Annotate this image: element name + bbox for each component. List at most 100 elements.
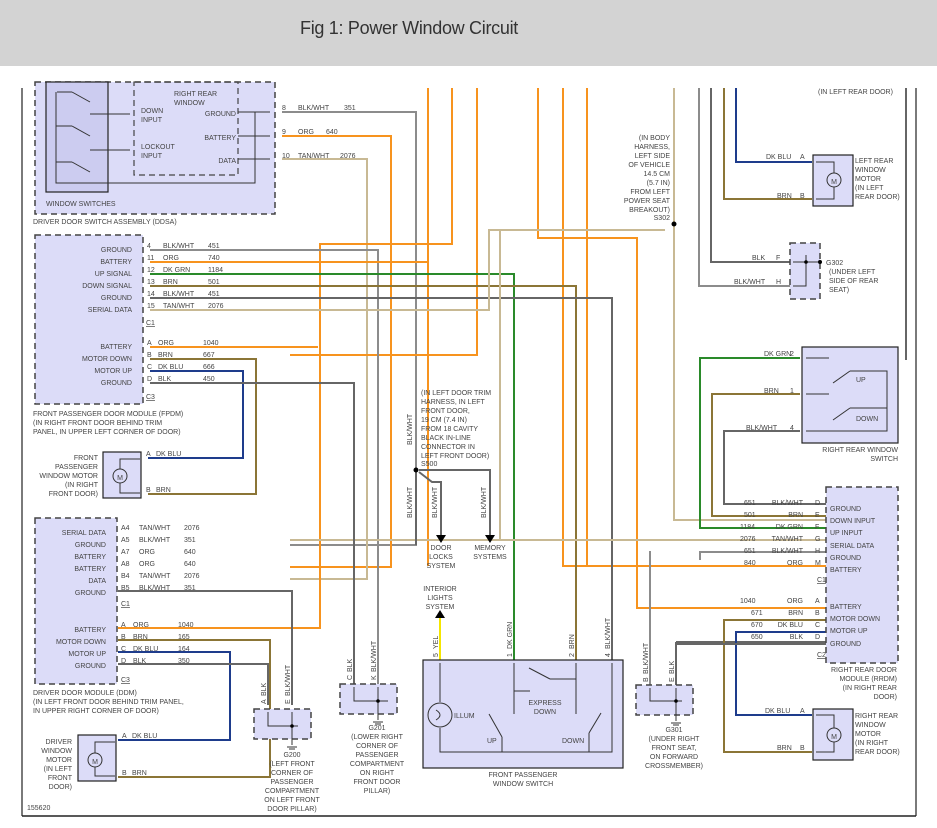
wire-fpdm-b-brn [148, 358, 257, 495]
diagram-label: 15 [147, 303, 155, 310]
diagram-label: DK BLU [765, 708, 790, 715]
diagram-label: 351 [344, 105, 356, 112]
diagram-label: 640 [184, 549, 196, 556]
diagram-label: BRN [569, 634, 576, 649]
diagram-label: PANEL, IN UPPER LEFT CORNER OF DOOR) [33, 429, 181, 436]
diagram-label: CONNECTOR IN [421, 444, 475, 451]
diagram-label: SERIAL DATA [62, 530, 107, 537]
diagram-label: BLK/WHT [163, 243, 195, 250]
diagram-label: MOTOR [855, 176, 881, 183]
diagram-label: C [147, 364, 152, 371]
diagram-label: (IN LEFT FRONT DOOR BEHIND TRIM PANEL, [33, 699, 184, 706]
diagram-label: 2076 [340, 153, 356, 160]
diagram-label: 667 [203, 352, 215, 359]
diagram-label: (IN BODY [639, 135, 670, 142]
diagram-label: BRN [777, 745, 792, 752]
diagram-label: HARNESS, IN LEFT [421, 399, 486, 406]
diagram-label: B [800, 193, 805, 200]
wire-fpdm-12-dkgrn [150, 273, 515, 660]
wire-rrsw-4-blkwht [723, 430, 830, 505]
diagram-label: 350 [178, 658, 190, 665]
diagram-label: WINDOW [174, 100, 205, 107]
wire-fpdm-c-dkblu [148, 370, 244, 459]
diagram-label: PASSENGER [270, 779, 313, 786]
diagram-label: DOWN SIGNAL [82, 283, 132, 290]
diagram-label: 640 [326, 129, 338, 136]
diagram-label: ON RIGHT [360, 770, 395, 777]
diagram-label: BLACK IN-LINE [421, 435, 471, 442]
diagram-label: (IN RIGHT REAR [843, 685, 897, 692]
diagram-label: BLK [133, 658, 147, 665]
diagram-label: PASSENGER [355, 752, 398, 759]
g200-ground: A BLK E BLK/WHT G200 (LEFT FRONT CORNER … [253, 664, 320, 813]
diagram-label: 10 [282, 153, 290, 160]
diagram-label: BATTERY [74, 566, 106, 573]
window-switches-label: WINDOW SWITCHES [46, 201, 116, 208]
wire-g302-h-blkwht [698, 88, 790, 287]
diagram-label: REAR DOOR) [855, 749, 900, 756]
diagram-label: 651 [744, 500, 756, 507]
diagram-label: DATA [218, 158, 236, 165]
wire-lr-a-dkblu [735, 88, 812, 163]
rrdm-module: GROUND DOWN INPUT UP INPUT SERIAL DATA G… [740, 486, 899, 701]
lockout-input-label: LOCKOUT [141, 144, 176, 151]
diagram-label: BRN [163, 279, 178, 286]
diagram-label: RIGHT REAR WINDOW [822, 447, 898, 454]
diagram-label: ON FORWARD [650, 754, 698, 761]
diagram-label: ORG [133, 622, 149, 629]
diagram-label: BRN [777, 193, 792, 200]
diagram-label: BLK [790, 634, 804, 641]
diagram-label: BLK/WHT [605, 617, 612, 649]
wiring-diagram: (IN BODY HARNESS, LEFT SIDE OF VEHICLE 1… [21, 81, 917, 817]
diagram-label: BRN [764, 388, 779, 395]
diagram-label: S500 [421, 461, 437, 468]
diagram-label: 501 [744, 512, 756, 519]
diagram-label: 14 [147, 291, 155, 298]
diagram-label: A7 [121, 549, 130, 556]
diagram-label: SERIAL DATA [88, 307, 133, 314]
diagram-label: 4 [605, 653, 612, 657]
diagram-label: 740 [208, 255, 220, 262]
diagram-label: B [121, 634, 126, 641]
diagram-label: CORNER OF [356, 743, 398, 750]
diagram-label: 651 [744, 548, 756, 555]
diagram-label: GROUND [830, 641, 861, 648]
diagram-label: M [831, 179, 837, 186]
fp-window-motor: M FRONT PASSENGER WINDOW MOTOR (IN RIGHT… [39, 451, 181, 499]
diagram-label: BATTERY [100, 259, 132, 266]
wire-org-top-5 [562, 88, 830, 567]
diagram-label: A [800, 708, 805, 715]
diagram-label: LEFT REAR [855, 158, 893, 165]
diagram-label: B [643, 677, 650, 682]
diagram-label: BATTERY [74, 627, 106, 634]
diagram-label: B [800, 745, 805, 752]
diagram-label: 11 [147, 255, 154, 262]
diagram-label: (LEFT FRONT [269, 761, 315, 768]
diagram-label: A [147, 340, 152, 347]
diagram-label: 671 [751, 610, 763, 617]
diagram-label: DOOR PILLAR) [267, 806, 316, 813]
diagram-label: (IN LEFT [44, 766, 73, 773]
wire-rrdm-b-brn [723, 619, 830, 753]
diagram-label: S302 [654, 215, 670, 222]
diagram-label: SYSTEM [426, 604, 455, 611]
diagram-label: DOWN [856, 416, 878, 423]
diagram-label: BLK [261, 682, 268, 696]
diagram-label: 451 [208, 291, 220, 298]
window-switches-block [45, 81, 109, 193]
diagram-label: E [669, 677, 676, 682]
wire-fpdm-d-blk [150, 382, 355, 690]
diagram-label: (IN LEFT DOOR TRIM [421, 390, 491, 397]
diagram-label: (IN LEFT REAR DOOR) [818, 89, 893, 96]
diagram-label: BLK/WHT [772, 500, 804, 507]
diagram-label: MOTOR [46, 757, 72, 764]
diagram-label: WINDOW [41, 748, 72, 755]
diagram-label: FRONT DOOR, [421, 408, 470, 415]
diagram-label: OF VEHICLE [628, 162, 670, 169]
diagram-label: MOTOR DOWN [56, 639, 106, 646]
memory-systems-label: MEMORY [474, 545, 506, 552]
diagram-label: 2 [790, 351, 794, 358]
diagram-label: CROSSMEMBER) [645, 763, 703, 770]
